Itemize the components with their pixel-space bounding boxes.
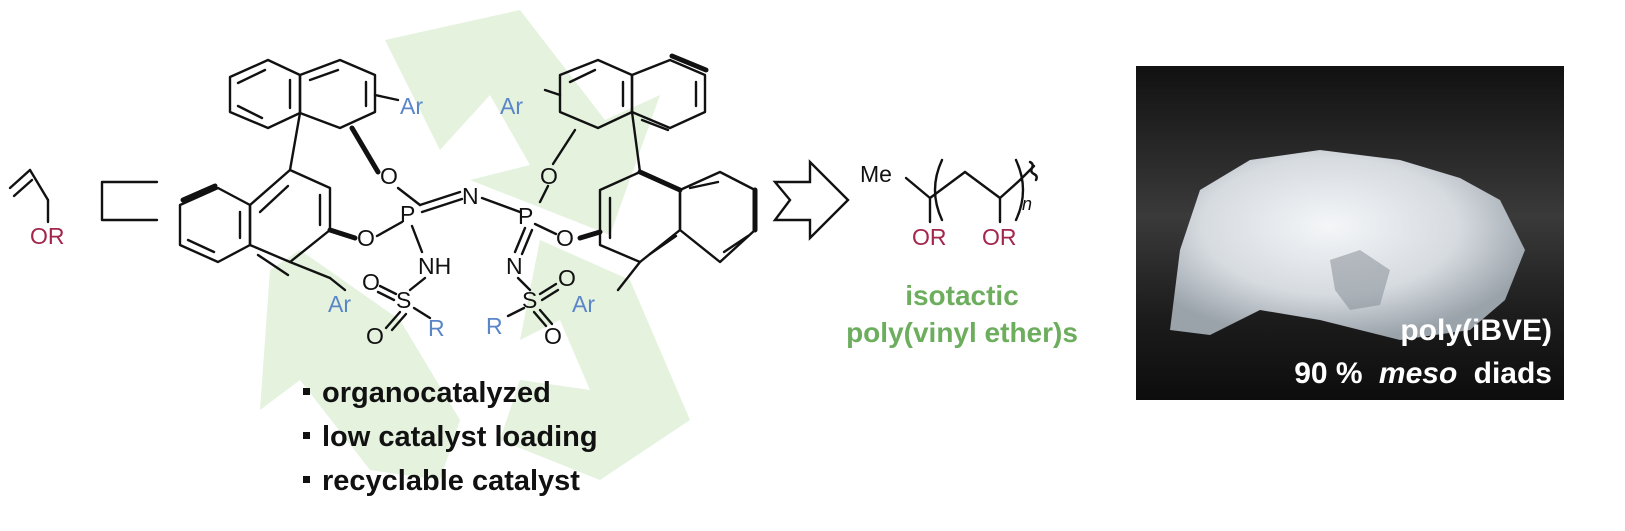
bullet-marker [303, 476, 310, 483]
repeat-bracket-left [933, 158, 944, 222]
feature-item-3: recyclable catalyst [322, 465, 580, 497]
feature-item-2: low catalyst loading [322, 421, 598, 453]
r-group-label-right: R [486, 313, 503, 339]
side-group-or-right: OR [982, 224, 1017, 250]
nitrogen-label-sulfonimide: N [506, 253, 523, 279]
feature-list: organocatalyzed low catalyst loading rec… [303, 377, 598, 497]
product-label-isotactic: isotactic [905, 280, 1019, 311]
catalyst-left-binol: Ar O Ar O [178, 58, 423, 317]
phosphorus-label-left: P [400, 201, 415, 227]
sulfonyl-oxygen-right-a: O [558, 265, 576, 291]
sulfur-label-left: S [396, 287, 411, 313]
aryl-label-lower-left: Ar [328, 291, 351, 317]
bullet-marker [303, 432, 310, 439]
phosphorus-label-right: P [518, 203, 533, 229]
polymer-photo: poly(iBVE) 90 % meso diads [1136, 66, 1564, 400]
feature-item-1: organocatalyzed [322, 377, 551, 409]
sulfonyl-oxygen-left-b: O [366, 323, 384, 349]
photo-label-polymer: poly(iBVE) [1400, 314, 1552, 347]
side-group-or-left: OR [912, 224, 947, 250]
catalysis-bracket [100, 180, 159, 222]
recycle-symbol-icon [260, 10, 690, 480]
sulfur-label-right: S [522, 287, 537, 313]
catalyst-right-binol: O Ar O Ar [500, 53, 758, 317]
reaction-arrow [772, 159, 850, 241]
aryl-label-upper-left: Ar [400, 93, 423, 119]
product-polymer: Me OR OR n isotactic poly(vinyl ether)s [846, 158, 1078, 348]
tacticity-percent: 90 % [1294, 357, 1362, 390]
wavy-chain-end-icon [1028, 160, 1038, 182]
nitrogen-label-bridge: N [462, 183, 479, 209]
polymer-sample-image [1170, 150, 1525, 340]
tacticity-diads: diads [1474, 357, 1552, 390]
sulfonyl-oxygen-right-b: O [544, 323, 562, 349]
methyl-end-group: Me [860, 161, 892, 187]
oxygen-label-upper-left: O [380, 163, 398, 189]
vinyl-ether-monomer: OR [8, 168, 65, 249]
aryl-label-upper-right: Ar [500, 93, 523, 119]
phosphazene-core: P N P NH S O O R N S O O R [362, 183, 576, 349]
oxygen-label-lower-right: O [556, 225, 574, 251]
repeat-subscript: n [1022, 194, 1032, 214]
monomer-or-label: OR [30, 223, 65, 249]
repeat-bracket-right [1014, 158, 1025, 222]
r-group-label-left: R [428, 315, 445, 341]
oxygen-label-upper-right: O [540, 163, 558, 189]
tacticity-meso: meso [1379, 357, 1457, 390]
bullet-marker [303, 388, 310, 395]
product-label-class: poly(vinyl ether)s [846, 317, 1078, 348]
sulfonyl-oxygen-left-a: O [362, 269, 380, 295]
nh-label: NH [418, 253, 451, 279]
oxygen-label-lower-left: O [357, 225, 375, 251]
photo-label-tacticity: 90 % meso diads [1294, 357, 1552, 390]
aryl-label-lower-right: Ar [572, 291, 595, 317]
